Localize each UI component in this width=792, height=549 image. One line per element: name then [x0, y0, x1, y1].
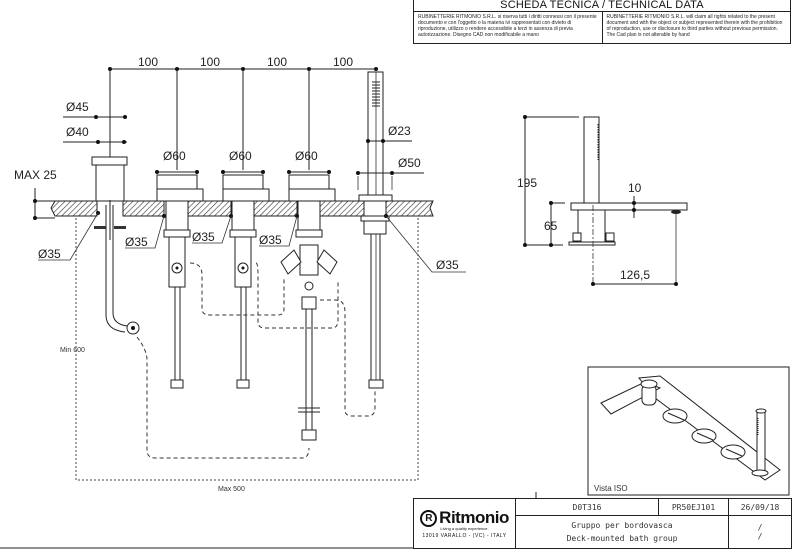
handle-2: Ø60: [221, 149, 270, 389]
title-block: R Ritmonio Living a quality experience. …: [413, 498, 792, 549]
hole-diameter: Ø35: [192, 230, 215, 244]
brand-name: Ritmonio: [439, 508, 509, 527]
copyright-notice-italian: RUBINETTERIE RITMONIO S.R.L. si riserva …: [418, 14, 597, 38]
spacing-label: 100: [200, 55, 220, 69]
handle-diameter: Ø60: [229, 149, 252, 163]
drawing-date: 26/09/18: [729, 499, 791, 516]
revision-mark-2: /: [757, 532, 763, 541]
handle-diameter: Ø60: [163, 149, 186, 163]
header-title: SCHEDA TECNICA / TECHNICAL DATA: [414, 0, 790, 12]
min-depth-label: Min 600: [60, 347, 85, 354]
product-code: PR50EJ101: [659, 499, 729, 516]
technical-data-header: SCHEDA TECNICA / TECHNICAL DATA RUBINETT…: [413, 0, 791, 44]
product-description: Gruppo per bordovasca Deck-mounted bath …: [516, 516, 729, 548]
side-view: 195 65 10 126,5: [517, 115, 688, 286]
hole-diameter: Ø35: [38, 247, 61, 261]
series-code: D0T316: [516, 499, 659, 516]
spout-diameter-40: Ø40: [66, 125, 89, 139]
shower-diameter-23: Ø23: [388, 124, 411, 138]
hand-shower: Ø23 Ø50: [356, 71, 424, 389]
brand-tagline: Living a quality experience.: [440, 526, 489, 531]
copyright-notice-english: RUBINETTERIE RITMONIO S.R.L. will claim …: [601, 12, 791, 44]
iso-view-label: Vista ISO: [594, 484, 628, 493]
description-italian: Gruppo per bordovasca: [571, 521, 673, 530]
deck-thickness-dim: MAX 25: [14, 168, 57, 220]
installation-envelope: Min 600 Max 500: [60, 218, 419, 493]
revision-mark: /: [757, 523, 763, 532]
hole-diameter-dims: Ø35 Ø35 Ø35 Ø35 Ø35: [38, 211, 466, 273]
revision-cell: / /: [729, 516, 791, 548]
spacing-label: 100: [138, 55, 158, 69]
deck-thickness-label: MAX 25: [14, 168, 57, 182]
shower-grip-marks: [372, 81, 380, 107]
spout-thickness-label: 10: [628, 181, 642, 195]
spout-height-label: 65: [544, 219, 558, 233]
spout-diameter-dims: Ø45 Ø40: [63, 100, 127, 144]
hole-diameter: Ø35: [259, 233, 282, 247]
front-view: 100 100 100 100 Ø45 Ø40: [14, 55, 466, 493]
handle-3-diverter: Ø60: [280, 149, 338, 441]
description-english: Deck-mounted bath group: [566, 534, 678, 543]
hole-diameter: Ø35: [125, 235, 148, 249]
spout-projection-label: 126,5: [620, 268, 650, 282]
spacing-label: 100: [333, 55, 353, 69]
max-width-label: Max 500: [218, 486, 245, 493]
brand-logo: R Ritmonio Living a quality experience. …: [414, 499, 516, 548]
spacing-label: 100: [267, 55, 287, 69]
handle-diameter: Ø60: [295, 149, 318, 163]
shower-diameter-50: Ø50: [398, 156, 421, 170]
iso-view: Vista ISO: [587, 366, 790, 496]
brand-address: 13019 VARALLO - (VC) - ITALY: [422, 533, 507, 539]
total-height-label: 195: [517, 176, 537, 190]
spout-diameter-45: Ø45: [66, 100, 89, 114]
handle-1: Ø60: [155, 149, 204, 389]
spout-body: [91, 156, 140, 335]
brand-mark-icon: R: [420, 509, 438, 527]
hose-routing: [136, 262, 376, 459]
hole-diameter: Ø35: [436, 258, 459, 272]
